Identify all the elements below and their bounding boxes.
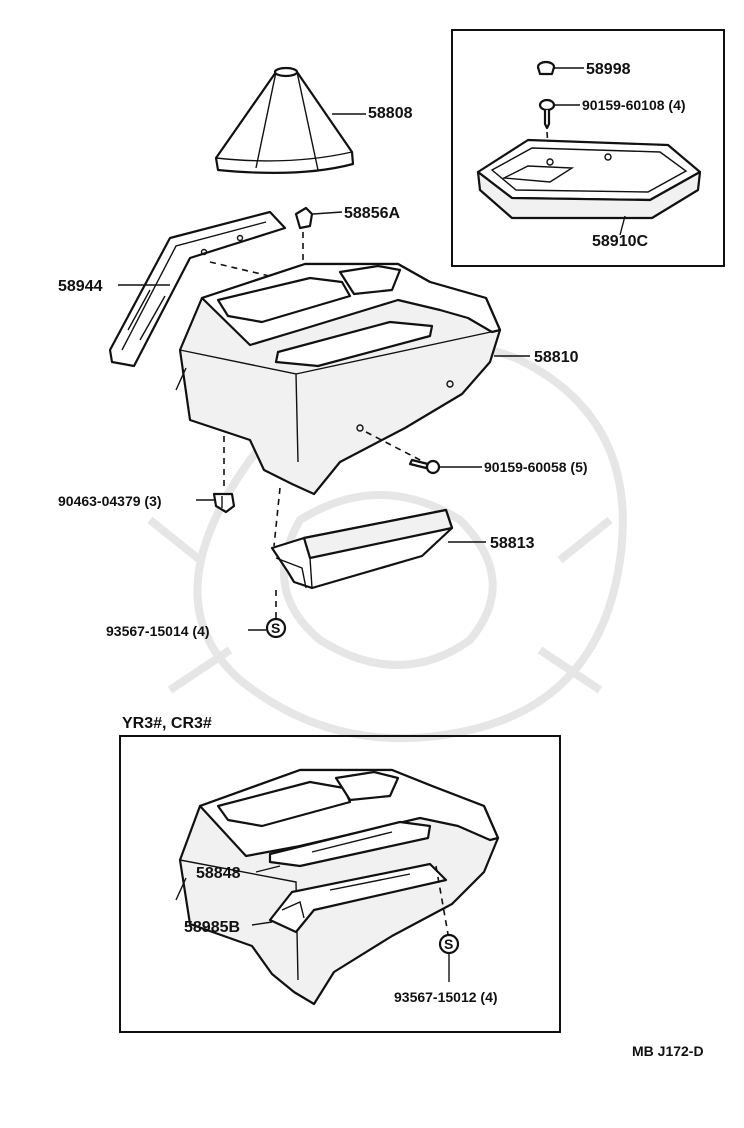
part-58808-shift-boot bbox=[214, 66, 355, 174]
part-58985b-bracket bbox=[268, 862, 448, 934]
label-58808: 58808 bbox=[368, 105, 413, 122]
part-58910c-lid bbox=[476, 138, 702, 220]
part-90463-04379-clip bbox=[212, 492, 236, 514]
label-58998: 58998 bbox=[586, 61, 631, 78]
inset-frame-top bbox=[451, 29, 725, 267]
svg-text:S: S bbox=[444, 936, 453, 952]
part-58810-console-box bbox=[175, 262, 502, 496]
inset-bottom-title: YR3#, CR3# bbox=[122, 715, 212, 732]
label-58944: 58944 bbox=[58, 278, 103, 295]
label-58810: 58810 bbox=[534, 349, 579, 366]
screw-mark-93567-15014: S bbox=[265, 617, 287, 639]
label-58813: 58813 bbox=[490, 535, 535, 552]
label-58856a: 58856A bbox=[344, 205, 400, 222]
part-90159-60108-screw bbox=[538, 98, 556, 130]
label-93567-15014: 93567-15014 (4) bbox=[106, 623, 210, 639]
svg-text:S: S bbox=[271, 620, 280, 636]
label-93567-15012: 93567-15012 (4) bbox=[394, 989, 498, 1005]
part-90159-60058-screw bbox=[408, 458, 441, 475]
screw-mark-93567-15012: S bbox=[438, 933, 460, 955]
inset-frame-bottom bbox=[119, 735, 561, 1033]
label-90463-04379: 90463-04379 (3) bbox=[58, 493, 162, 509]
part-58944-side-trim bbox=[108, 210, 287, 368]
diagram-code: MB J172-D bbox=[632, 1043, 704, 1059]
label-58985b: 58985B bbox=[184, 919, 240, 936]
part-58848-pad bbox=[268, 820, 432, 868]
part-58813-tray bbox=[270, 508, 454, 590]
label-58848: 58848 bbox=[196, 865, 241, 882]
part-58856a-clip bbox=[294, 206, 314, 230]
label-58910c: 58910C bbox=[592, 233, 648, 250]
label-90159-60108: 90159-60108 (4) bbox=[582, 97, 686, 113]
part-58998-cap bbox=[536, 60, 556, 76]
label-90159-60058: 90159-60058 (5) bbox=[484, 459, 588, 475]
